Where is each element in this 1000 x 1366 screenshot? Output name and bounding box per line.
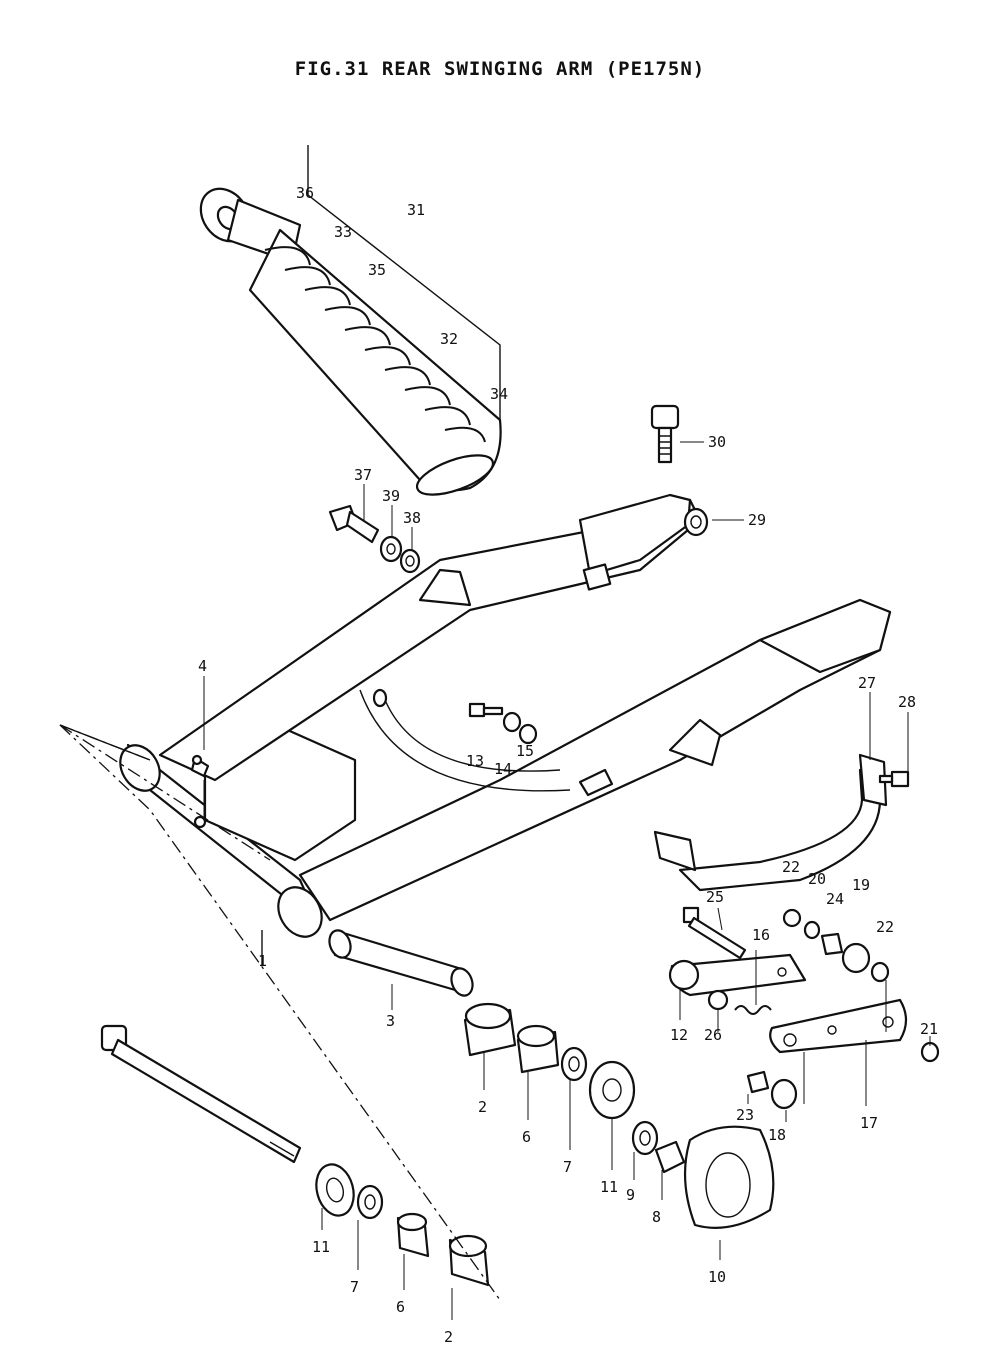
callout-24: 24 — [826, 890, 844, 908]
callout-7b: 7 — [350, 1278, 359, 1296]
callout-21: 21 — [920, 1020, 938, 1038]
callout-9: 9 — [626, 1186, 635, 1204]
callout-2b: 2 — [444, 1328, 453, 1346]
callout-6b: 6 — [396, 1298, 405, 1316]
callout-15: 15 — [516, 742, 534, 760]
callout-14: 14 — [494, 760, 512, 778]
left-side-bushings — [315, 1163, 490, 1287]
callout-3: 3 — [386, 1012, 395, 1030]
callout-23: 23 — [736, 1106, 754, 1124]
callout-19: 19 — [852, 876, 870, 894]
grease-nipple-4 — [190, 754, 210, 778]
callout-18: 18 — [768, 1126, 786, 1144]
leader-lines — [203, 441, 931, 1320]
callout-27: 27 — [858, 674, 876, 692]
callout-38: 38 — [403, 509, 421, 527]
callout-31: 31 — [407, 201, 425, 219]
callout-8: 8 — [652, 1208, 661, 1226]
shock-absorber — [199, 145, 502, 496]
figure-title: FIG.31 REAR SWINGING ARM (PE175N) — [294, 58, 706, 80]
bolt-30 — [650, 404, 680, 464]
callout-28: 28 — [898, 693, 916, 711]
callout-25: 25 — [706, 888, 724, 906]
callout-10: 10 — [708, 1268, 726, 1286]
callout-30: 30 — [708, 433, 726, 451]
callout-11a: 11 — [600, 1178, 618, 1196]
pivot-spacer-3 — [328, 929, 474, 997]
collar-29 — [683, 507, 709, 537]
chain-guard-stay-27 — [653, 753, 910, 892]
swinging-arm — [119, 493, 892, 938]
callout-17: 17 — [860, 1114, 878, 1132]
callout-39: 39 — [382, 487, 400, 505]
callout-37: 37 — [354, 466, 372, 484]
right-side-bushings — [463, 1002, 775, 1229]
callout-22a: 22 — [782, 858, 800, 876]
callout-35: 35 — [368, 261, 386, 279]
callout-16: 16 — [752, 926, 770, 944]
callout-11b: 11 — [312, 1238, 330, 1256]
callout-13: 13 — [466, 752, 484, 770]
callout-12: 12 — [670, 1026, 688, 1044]
chain-adjuster-group — [668, 906, 940, 1110]
shock-lower-bolt-group — [328, 504, 421, 574]
callout-26: 26 — [704, 1026, 722, 1044]
callout-34: 34 — [490, 385, 508, 403]
callout-22b: 22 — [876, 918, 894, 936]
callouts: 36 31 33 35 32 34 30 37 39 38 29 4 27 28… — [198, 184, 938, 1346]
callout-29: 29 — [748, 511, 766, 529]
callout-2a: 2 — [478, 1098, 487, 1116]
pivot-bolt — [100, 1024, 302, 1164]
callout-1: 1 — [258, 952, 267, 970]
callout-4: 4 — [198, 657, 207, 675]
callout-6a: 6 — [522, 1128, 531, 1146]
callout-33: 33 — [334, 223, 352, 241]
callout-20: 20 — [808, 870, 826, 888]
chain-line — [59, 724, 501, 1301]
chain-guide-bolt-group — [468, 702, 614, 797]
callout-7a: 7 — [563, 1158, 572, 1176]
callout-36: 36 — [296, 184, 314, 202]
callout-32: 32 — [440, 330, 458, 348]
